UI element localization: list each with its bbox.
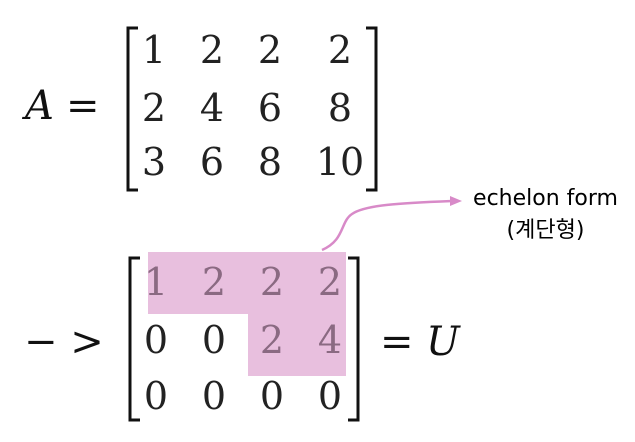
- matrix-u-cell: 0: [201, 318, 227, 362]
- matrix-u-cell: 0: [317, 374, 343, 418]
- matrix-a-cell: 6: [257, 86, 283, 130]
- matrix-u-equals: =: [380, 319, 414, 365]
- pivot-row2-highlight: [248, 314, 346, 376]
- annotation-line2: (계단형): [506, 218, 585, 243]
- matrix-u-cell: 0: [259, 374, 285, 418]
- matrix-a-cell: 6: [199, 140, 225, 184]
- matrix-u-cell: 1: [143, 260, 169, 304]
- matrix-a-cell: 8: [327, 86, 353, 130]
- matrix-u-cell: 0: [143, 318, 169, 362]
- matrix-u-cell: 2: [259, 318, 285, 362]
- matrix-a-symbol: A: [25, 83, 54, 129]
- matrix-a-cell: 2: [257, 28, 283, 72]
- matrix-a-equals: =: [66, 83, 100, 129]
- matrix-a-cell: 8: [257, 140, 283, 184]
- matrix-u-symbol: U: [426, 319, 460, 365]
- transform-arrow: − >: [24, 319, 104, 365]
- matrix-u-cell: 2: [259, 260, 285, 304]
- matrix-u-cell: 4: [317, 318, 343, 362]
- matrix-a-cell: 10: [315, 140, 365, 184]
- matrix-u-cell: 2: [201, 260, 227, 304]
- pivot-row1-highlight: [148, 252, 346, 314]
- matrix-a-cell: 2: [199, 28, 225, 72]
- matrix-a-cell: 3: [141, 140, 167, 184]
- matrix-a-cell: 2: [141, 86, 167, 130]
- annotation-line1: echelon form: [473, 186, 618, 211]
- annotation-label: echelon form (계단형): [458, 186, 633, 244]
- matrix-a-cell: 2: [327, 28, 353, 72]
- matrix-a-cell: 4: [199, 86, 225, 130]
- matrix-a-cell: 1: [141, 28, 167, 72]
- matrix-u-cell: 2: [317, 260, 343, 304]
- matrix-u-cell: 0: [201, 374, 227, 418]
- matrix-u-cell: 0: [143, 374, 169, 418]
